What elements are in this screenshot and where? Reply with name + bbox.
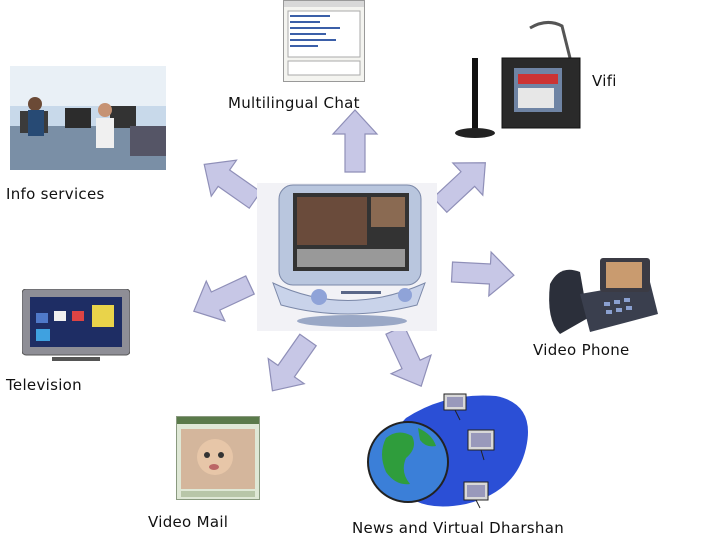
networked-globe-icon [356,388,546,516]
video-phone-icon [540,254,662,340]
node-label-news-virtual-dharshan: News and Virtual Dharshan [352,519,564,537]
node-label-video-phone: Video Phone [533,341,630,359]
video-mail-window-icon [176,416,260,500]
node-label-vifi: Vifi [592,72,617,90]
wifi-card-antenna-icon [452,18,592,140]
chat-window-icon [283,0,365,82]
arrow-to-video-phone [451,250,515,297]
node-label-video-mail: Video Mail [148,513,228,531]
center-computer [257,183,437,331]
arrow-to-chat [333,110,377,172]
arrow-to-news [375,321,441,396]
television-icon [22,289,130,363]
node-label-info-services: Info services [6,185,105,203]
arrow-to-television [185,265,260,331]
office-workers-photo-icon [10,66,166,170]
imac-computer-icon [257,183,437,331]
node-label-television: Television [6,376,82,394]
node-label-multilingual-chat: Multilingual Chat [228,94,360,112]
arrow-to-video-mail [254,327,326,403]
